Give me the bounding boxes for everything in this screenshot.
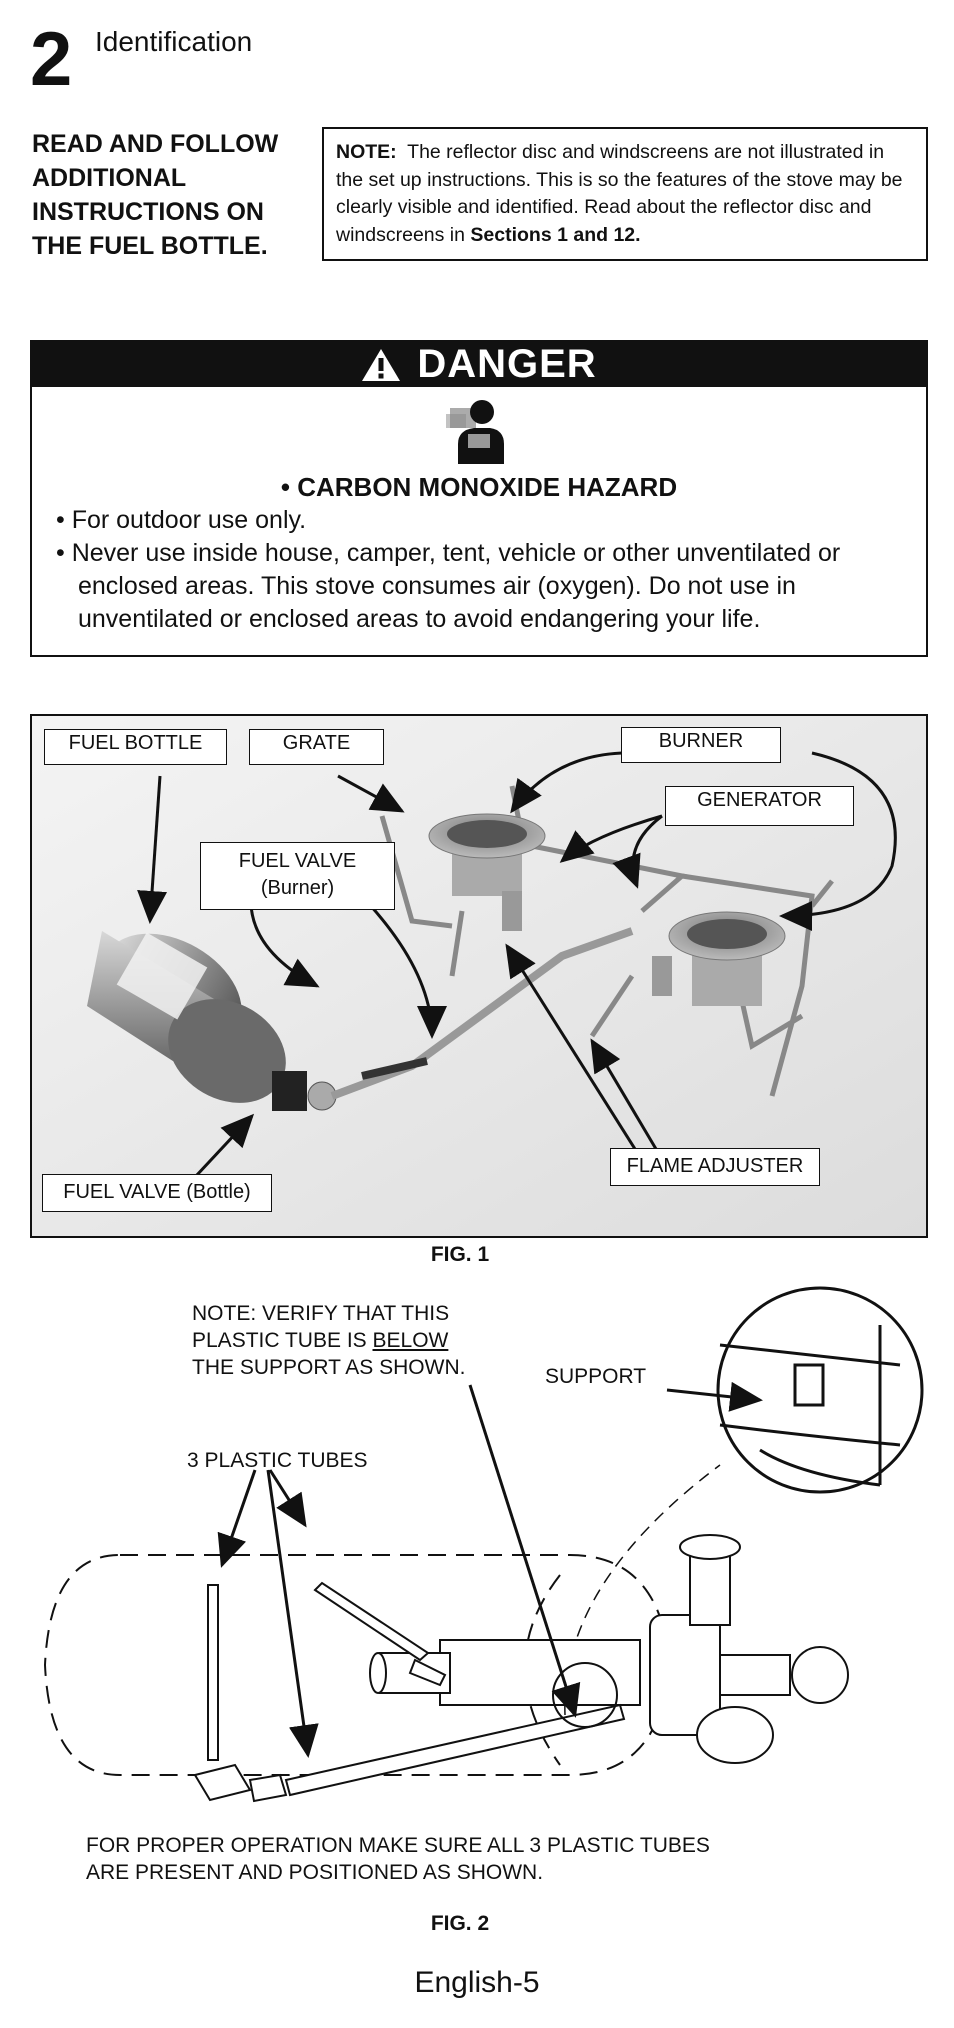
figure-2-caption: FIG. 2 bbox=[430, 1912, 490, 1935]
fuel-pump-illustration bbox=[43, 1286, 924, 1803]
label-flame-adjuster: FLAME ADJUSTER bbox=[610, 1148, 820, 1186]
co-hazard-heading: • CARBON MONOXIDE HAZARD bbox=[280, 472, 678, 502]
note-label: NOTE: bbox=[336, 141, 397, 163]
label-burner: BURNER bbox=[621, 727, 781, 763]
label-fuel-valve-burner-line1: FUEL VALVE bbox=[238, 850, 357, 872]
plastic-tube-note-below: BELOW bbox=[372, 1329, 449, 1352]
danger-panel: DANGER • CARBON MONOXIDE HAZARD • For ou… bbox=[30, 340, 928, 657]
note-text: The reflector disc and windscreens are n… bbox=[336, 141, 903, 246]
plastic-tube-note-line3: THE SUPPORT AS SHOWN. bbox=[192, 1356, 466, 1379]
label-fuel-valve-bottle: FUEL VALVE (Bottle) bbox=[42, 1174, 272, 1212]
danger-bullet-2: • Never use inside house, camper, tent, … bbox=[56, 539, 841, 633]
danger-header: DANGER bbox=[32, 342, 926, 387]
plastic-tubes-label: 3 PLASTIC TUBES bbox=[187, 1449, 368, 1472]
label-fuel-valve-burner-line2: (Burner) bbox=[260, 877, 335, 899]
support-label: SUPPORT bbox=[545, 1365, 647, 1388]
warning-triangle-icon bbox=[362, 348, 401, 381]
plastic-tube-note: NOTE: VERIFY THAT THIS PLASTIC TUBE IS B… bbox=[192, 1300, 465, 1381]
burner-left-shape bbox=[428, 813, 546, 931]
proper-operation-line1: FOR PROPER OPERATION MAKE SURE ALL 3 PLA… bbox=[86, 1834, 710, 1857]
danger-title: DANGER bbox=[417, 342, 597, 386]
label-fuel-bottle: FUEL BOTTLE bbox=[44, 729, 227, 765]
label-generator: GENERATOR bbox=[665, 786, 854, 826]
danger-bullet-1: • For outdoor use only. bbox=[56, 506, 307, 534]
section-number: 2 bbox=[30, 17, 73, 102]
co-person-icon bbox=[444, 394, 514, 466]
figure-2-panel: NOTE: VERIFY THAT THIS PLASTIC TUBE IS B… bbox=[0, 1285, 954, 1925]
proper-operation-note: FOR PROPER OPERATION MAKE SURE ALL 3 PLA… bbox=[86, 1832, 710, 1886]
label-grate: GRATE bbox=[249, 729, 384, 765]
page-footer: English-5 bbox=[414, 1966, 540, 1999]
note-box: NOTE: The reflector disc and windscreens… bbox=[322, 127, 928, 261]
section-title: Identification bbox=[95, 26, 253, 57]
fuel-bottle-warning: READ AND FOLLOW ADDITIONAL INSTRUCTIONS … bbox=[32, 130, 279, 260]
plastic-tube-note-line1: NOTE: VERIFY THAT THIS bbox=[192, 1302, 450, 1325]
note-sections: Sections 1 and 12. bbox=[470, 223, 641, 246]
plastic-tube-note-line2: PLASTIC TUBE IS BELOW bbox=[192, 1327, 465, 1354]
burner-right-shape bbox=[652, 911, 786, 1006]
danger-bullets: • For outdoor use only. • Never use insi… bbox=[56, 504, 906, 636]
label-fuel-valve-burner: FUEL VALVE (Burner) bbox=[200, 842, 395, 910]
figure-1-caption: FIG. 1 bbox=[430, 1243, 490, 1266]
figure-1-panel: FUEL BOTTLE GRATE BURNER GENERATOR FUEL … bbox=[30, 714, 928, 1238]
proper-operation-line2: ARE PRESENT AND POSITIONED AS SHOWN. bbox=[86, 1861, 544, 1884]
plastic-tube-note-line2a: PLASTIC TUBE IS bbox=[192, 1329, 373, 1352]
